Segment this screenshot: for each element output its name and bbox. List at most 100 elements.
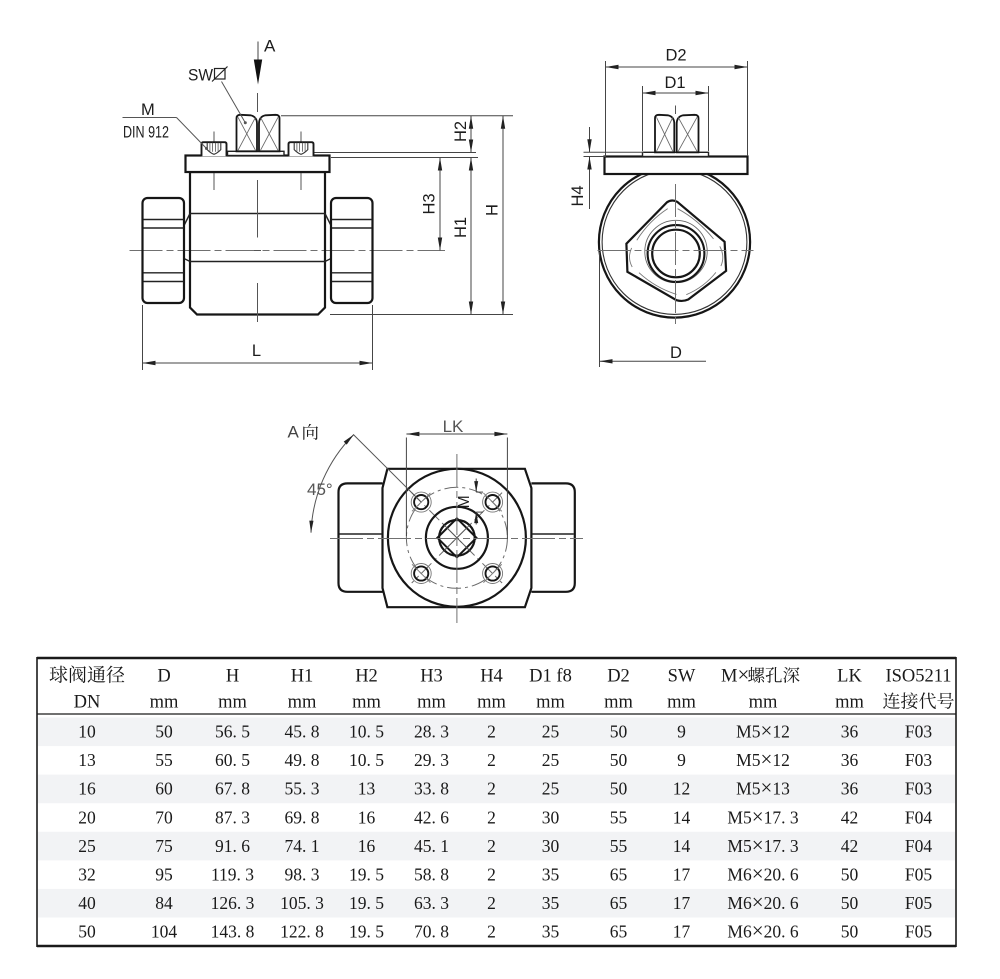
svg-text:2: 2 <box>487 807 496 827</box>
svg-text:25: 25 <box>542 750 560 770</box>
svg-text:H2: H2 <box>355 667 378 687</box>
svg-text:55. 3: 55. 3 <box>285 779 320 799</box>
svg-text:10: 10 <box>78 722 96 742</box>
svg-text:2: 2 <box>487 779 496 799</box>
svg-text:mm: mm <box>667 693 696 713</box>
svg-text:D: D <box>670 344 682 362</box>
svg-text:45. 1: 45. 1 <box>414 836 449 856</box>
svg-text:49. 8: 49. 8 <box>285 750 320 770</box>
svg-text:2: 2 <box>487 864 496 884</box>
svg-text:D1: D1 <box>664 74 685 92</box>
svg-text:D2: D2 <box>665 47 686 65</box>
svg-text:D: D <box>157 667 170 687</box>
svg-text:F05: F05 <box>905 893 932 913</box>
svg-text:9: 9 <box>677 722 686 742</box>
svg-text:M6×20. 6: M6×20. 6 <box>727 890 798 914</box>
svg-text:42. 6: 42. 6 <box>414 807 449 827</box>
svg-text:13: 13 <box>358 779 376 799</box>
svg-text:50: 50 <box>841 864 859 884</box>
svg-text:55: 55 <box>610 836 628 856</box>
svg-text:65: 65 <box>610 893 628 913</box>
svg-text:50: 50 <box>841 893 859 913</box>
svg-text:2: 2 <box>487 750 496 770</box>
svg-text:63. 3: 63. 3 <box>414 893 449 913</box>
svg-text:65: 65 <box>610 864 628 884</box>
svg-text:104: 104 <box>151 922 178 942</box>
svg-text:ISO5211: ISO5211 <box>885 667 951 687</box>
svg-text:19. 5: 19. 5 <box>349 893 384 913</box>
svg-text:A: A <box>288 423 300 442</box>
svg-text:84: 84 <box>155 893 173 913</box>
svg-text:98. 3: 98. 3 <box>285 864 320 884</box>
svg-text:74. 1: 74. 1 <box>285 836 320 856</box>
svg-text:DIN 912: DIN 912 <box>123 124 169 142</box>
svg-text:LK: LK <box>837 667 862 687</box>
svg-text:F04: F04 <box>905 836 932 856</box>
svg-text:H: H <box>484 204 502 216</box>
svg-text:105. 3: 105. 3 <box>280 893 324 913</box>
svg-text:17: 17 <box>673 893 691 913</box>
svg-text:50: 50 <box>610 722 628 742</box>
svg-text:H1: H1 <box>452 217 470 238</box>
svg-text:17: 17 <box>673 864 691 884</box>
svg-text:20: 20 <box>78 807 96 827</box>
svg-text:9: 9 <box>677 750 686 770</box>
svg-text:35: 35 <box>542 893 560 913</box>
svg-text:42: 42 <box>841 807 859 827</box>
svg-text:91. 6: 91. 6 <box>215 836 250 856</box>
svg-text:H3: H3 <box>420 667 443 687</box>
svg-text:M: M <box>141 101 155 119</box>
svg-text:56. 5: 56. 5 <box>215 722 250 742</box>
svg-text:122. 8: 122. 8 <box>280 922 324 942</box>
svg-text:2: 2 <box>487 722 496 742</box>
svg-text:30: 30 <box>542 836 560 856</box>
svg-text:75: 75 <box>155 836 173 856</box>
svg-text:LK: LK <box>443 417 464 436</box>
svg-text:M5×12: M5×12 <box>736 747 790 771</box>
svg-text:69. 8: 69. 8 <box>285 807 320 827</box>
svg-text:33. 8: 33. 8 <box>414 779 449 799</box>
svg-text:42: 42 <box>841 836 859 856</box>
svg-text:35: 35 <box>542 864 560 884</box>
svg-text:14: 14 <box>673 807 691 827</box>
svg-text:10. 5: 10. 5 <box>349 750 384 770</box>
svg-text:F05: F05 <box>905 864 932 884</box>
svg-text:M5×12: M5×12 <box>736 719 790 743</box>
svg-text:60: 60 <box>155 779 173 799</box>
svg-text:F04: F04 <box>905 807 932 827</box>
svg-text:16: 16 <box>358 836 376 856</box>
svg-text:70: 70 <box>155 807 173 827</box>
svg-text:29. 3: 29. 3 <box>414 750 449 770</box>
svg-text:H3: H3 <box>421 193 439 214</box>
svg-text:143. 8: 143. 8 <box>211 922 255 942</box>
svg-text:mm: mm <box>218 693 247 713</box>
svg-text:58. 8: 58. 8 <box>414 864 449 884</box>
svg-text:30: 30 <box>542 807 560 827</box>
svg-text:mm: mm <box>352 693 381 713</box>
svg-text:F03: F03 <box>905 722 932 742</box>
svg-text:17: 17 <box>673 922 691 942</box>
svg-text:M: M <box>456 495 473 508</box>
svg-text:M6×20. 6: M6×20. 6 <box>727 861 798 885</box>
svg-text:mm: mm <box>536 693 565 713</box>
svg-text:50: 50 <box>610 750 628 770</box>
svg-text:2: 2 <box>487 836 496 856</box>
svg-text:D1 f8: D1 f8 <box>529 667 572 687</box>
svg-text:16: 16 <box>358 807 376 827</box>
svg-text:H2: H2 <box>452 121 470 142</box>
svg-text:87. 3: 87. 3 <box>215 807 250 827</box>
svg-text:DN: DN <box>74 693 101 713</box>
svg-text:A: A <box>264 37 276 56</box>
svg-text:F03: F03 <box>905 750 932 770</box>
svg-text:36: 36 <box>841 779 859 799</box>
svg-text:H4: H4 <box>480 667 503 687</box>
svg-text:50: 50 <box>78 922 96 942</box>
svg-text:SW: SW <box>668 667 696 687</box>
svg-text:mm: mm <box>835 693 864 713</box>
svg-text:mm: mm <box>150 693 179 713</box>
svg-text:35: 35 <box>542 922 560 942</box>
svg-text:36: 36 <box>841 722 859 742</box>
svg-text:SW: SW <box>188 67 213 85</box>
svg-text:2: 2 <box>487 893 496 913</box>
svg-text:mm: mm <box>417 693 446 713</box>
